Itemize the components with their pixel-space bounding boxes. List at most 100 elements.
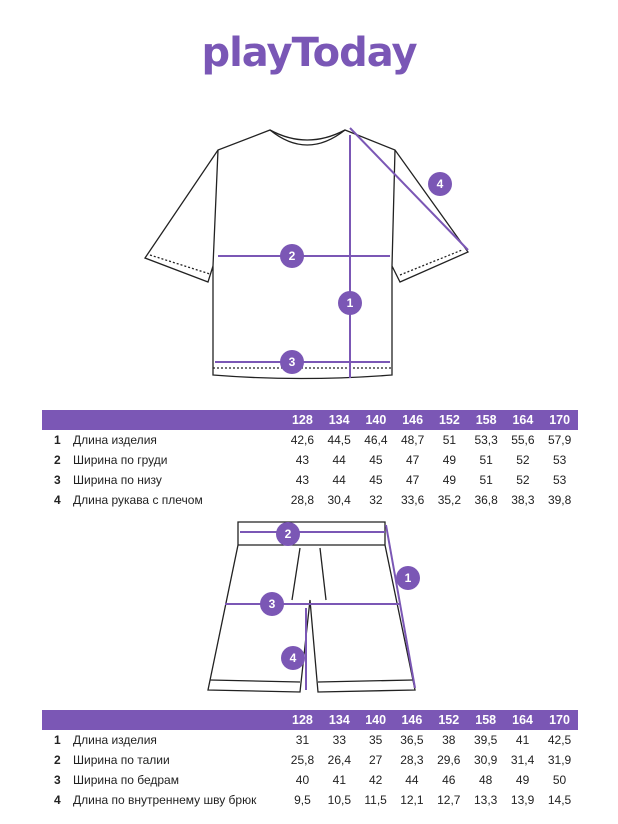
size-header: 158 [467, 410, 505, 430]
measurement-value: 51 [479, 473, 493, 487]
marker-4: 4 [281, 646, 305, 670]
measurement-value: 41 [515, 733, 530, 747]
measurement-value: 29,6 [437, 753, 461, 767]
size-header: 164 [504, 710, 542, 730]
svg-text:1: 1 [347, 296, 354, 310]
measurement-value: 9,5 [294, 793, 311, 807]
measurement-value: 57,9 [547, 433, 572, 447]
measurement-value: 52 [516, 453, 530, 467]
measurement-value: 13,9 [510, 793, 535, 807]
measurement-value: 28,3 [400, 753, 424, 767]
size-header: 134 [320, 410, 358, 430]
measurement-value: 51 [442, 433, 457, 447]
svg-text:4: 4 [290, 651, 297, 665]
measurement-value: 42 [368, 773, 383, 787]
size-header: 164 [504, 410, 542, 430]
measurement-value: 49 [442, 473, 457, 487]
measurement-value: 52 [516, 473, 530, 487]
measurement-value: 28,8 [290, 493, 315, 507]
measurement-value: 48 [479, 773, 493, 787]
svg-text:2: 2 [289, 249, 296, 263]
measurement-value: 44 [405, 773, 419, 787]
row-number: 3 [54, 473, 61, 487]
row-number: 2 [54, 453, 61, 467]
size-header: 146 [394, 410, 431, 430]
measurement-value: 41 [332, 773, 347, 787]
marker-4: 4 [428, 172, 452, 196]
row-number: 1 [54, 433, 61, 447]
measurement-value: 44 [332, 473, 346, 487]
measurement-value: 46 [442, 773, 456, 787]
measurement-value: 43 [295, 453, 310, 467]
svg-text:2: 2 [285, 527, 292, 541]
marker-2: 2 [280, 244, 304, 268]
measurement-value: 55,6 [511, 433, 535, 447]
measurement-value: 25,8 [290, 753, 315, 767]
measurement-value: 35,2 [437, 493, 462, 507]
measurement-label: Ширина по низу [73, 473, 162, 487]
size-header: 170 [541, 410, 578, 430]
measurement-value: 53 [552, 453, 567, 467]
svg-text:1: 1 [405, 571, 412, 585]
measurement-value: 12,7 [437, 793, 461, 807]
row-number: 2 [54, 753, 61, 767]
size-header: 128 [284, 710, 321, 730]
measurement-value: 53,3 [474, 433, 498, 447]
size-header: 152 [431, 410, 468, 430]
svg-text:4: 4 [437, 177, 444, 191]
measurement-value: 30,9 [474, 753, 498, 767]
marker-3: 3 [280, 350, 304, 374]
row-number: 1 [54, 733, 61, 747]
measurement-label: Длина изделия [73, 733, 157, 747]
measurement-value: 32 [369, 493, 383, 507]
measurement-value: 49 [442, 453, 457, 467]
measurement-value: 14,5 [547, 793, 572, 807]
measurement-value: 13,3 [474, 793, 498, 807]
measurement-value: 12,1 [400, 793, 424, 807]
measurement-value: 39,5 [474, 733, 498, 747]
tshirt-drawing [144, 129, 469, 380]
measurement-label: Длина изделия [73, 433, 157, 447]
measurement-value: 33,6 [400, 493, 425, 507]
shorts-drawing [207, 521, 416, 693]
row-number: 3 [54, 773, 61, 787]
measurement-value: 50 [552, 773, 567, 787]
measurement-value: 42,6 [290, 433, 315, 447]
measurement-label: Длина по внутреннему шву брюк [73, 793, 257, 807]
measurement-value: 10,5 [327, 793, 352, 807]
measurement-value: 36,8 [474, 493, 498, 507]
measurement-value: 31,9 [547, 753, 572, 767]
measurement-value: 43 [295, 473, 310, 487]
measurement-value: 36,5 [400, 733, 424, 747]
measurement-value: 31 [295, 733, 310, 747]
shorts-measure-lines [225, 524, 416, 690]
tshirt-markers: 1 2 3 4 [280, 172, 452, 374]
row-number: 4 [54, 493, 61, 507]
shorts-markers: 1 2 3 4 [260, 522, 420, 670]
measurement-value: 31,4 [510, 753, 535, 767]
measurement-label: Ширина по груди [73, 453, 168, 467]
measurement-value: 48,7 [400, 433, 425, 447]
measurement-value: 47 [405, 473, 420, 487]
measurement-label: Ширина по бедрам [73, 773, 179, 787]
measurement-value: 47 [405, 453, 420, 467]
svg-text:3: 3 [289, 355, 296, 369]
measurement-value: 38 [442, 733, 456, 747]
measurement-value: 49 [515, 773, 530, 787]
measurement-value: 45 [369, 473, 383, 487]
measurement-value: 35 [368, 733, 383, 747]
measurement-value: 44 [332, 453, 346, 467]
size-header: 146 [393, 710, 431, 730]
marker-1: 1 [338, 291, 362, 315]
size-header: 152 [430, 710, 468, 730]
size-header: 170 [541, 710, 578, 730]
